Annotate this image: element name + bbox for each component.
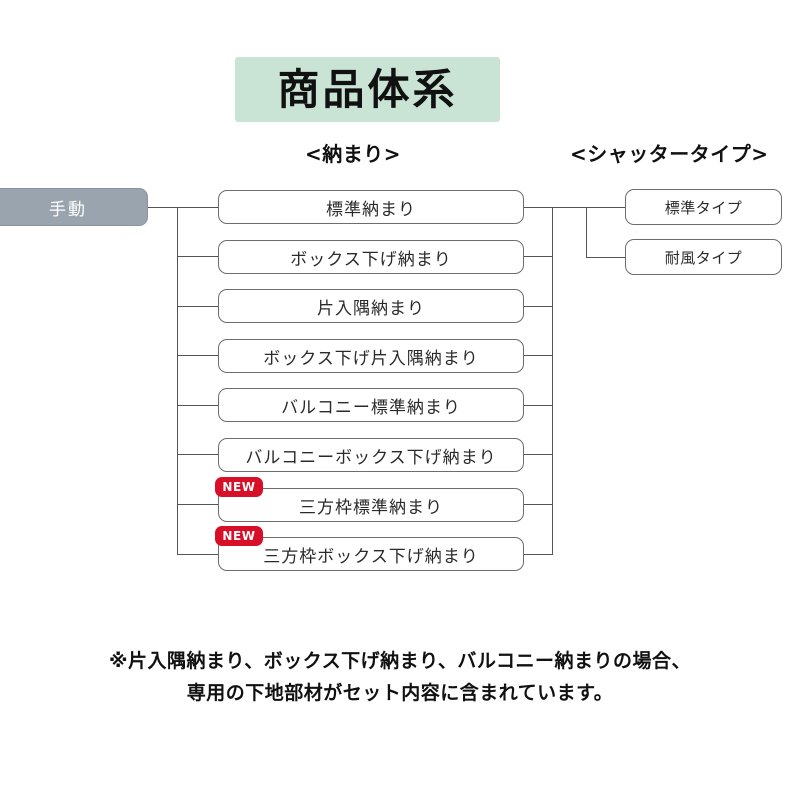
connector-right-stub-2 bbox=[524, 256, 553, 257]
connector-branch-6 bbox=[177, 454, 219, 455]
connector-branch-4 bbox=[177, 355, 219, 356]
node-box-naosamari-8[interactable]: 三方枠ボックス下げ納まり bbox=[218, 537, 524, 571]
node-box-naosamari-3[interactable]: 片入隅納まり bbox=[218, 289, 524, 323]
new-badge-naosamari-7: NEW bbox=[215, 477, 263, 497]
node-box-naosamari-7[interactable]: 三方枠標準納まり bbox=[218, 488, 524, 522]
node-label-naosamari-8: 三方枠ボックス下げ納まり bbox=[263, 546, 479, 567]
connector-right-stub-3 bbox=[524, 306, 553, 307]
node-label-naosamari-6: バルコニーボックス下げ納まり bbox=[245, 447, 497, 468]
node-box-naosamari-5[interactable]: バルコニー標準納まり bbox=[218, 388, 524, 422]
connector-shutter-branch-1 bbox=[586, 207, 626, 208]
connector-branch-2 bbox=[177, 256, 219, 257]
node-label-naosamari-1: 標準納まり bbox=[326, 199, 416, 220]
node-label-naosamari-7: 三方枠標準納まり bbox=[299, 497, 443, 518]
connector-root-horizontal bbox=[148, 207, 178, 208]
connector-left-spine bbox=[177, 207, 178, 554]
root-node-manual[interactable]: 手動 bbox=[0, 188, 148, 226]
node-label-naosamari-3: 片入隅納まり bbox=[317, 298, 425, 319]
connector-branch-7 bbox=[177, 504, 219, 505]
node-label-naosamari-5: バルコニー標準納まり bbox=[281, 397, 461, 418]
new-badge-label: NEW bbox=[222, 529, 256, 543]
connector-shutter-branch-2 bbox=[586, 257, 626, 258]
node-label-naosamari-4: ボックス下げ片入隅納まり bbox=[263, 348, 479, 369]
footnote: ※片入隅納まり、ボックス下げ納まり、バルコニー納まりの場合、 専用の下地部材がセ… bbox=[0, 645, 800, 709]
root-node-label: 手動 bbox=[49, 199, 87, 220]
connector-right-stub-6 bbox=[524, 454, 553, 455]
connector-branch-3 bbox=[177, 306, 219, 307]
connector-right-stub-1 bbox=[524, 207, 553, 208]
node-label-shutter-2: 耐風タイプ bbox=[664, 248, 743, 267]
node-box-shutter-1[interactable]: 標準タイプ bbox=[625, 189, 782, 225]
connector-branch-1 bbox=[177, 207, 219, 208]
footnote-line-1: ※片入隅納まり、ボックス下げ納まり、バルコニー納まりの場合、 bbox=[108, 650, 691, 672]
connector-right-stub-4 bbox=[524, 355, 553, 356]
column-header-shutter-type: <シャッタータイプ> bbox=[570, 142, 769, 166]
node-label-naosamari-2: ボックス下げ納まり bbox=[290, 249, 452, 270]
new-badge-label: NEW bbox=[222, 480, 256, 494]
connector-right-stub-8 bbox=[524, 554, 553, 555]
page-title: 商品体系 bbox=[277, 64, 458, 114]
connector-right-stub-7 bbox=[524, 504, 553, 505]
new-badge-naosamari-8: NEW bbox=[215, 526, 263, 546]
node-box-naosamari-1[interactable]: 標準納まり bbox=[218, 190, 524, 224]
node-label-shutter-1: 標準タイプ bbox=[664, 198, 743, 217]
page-title-band: 商品体系 bbox=[235, 57, 500, 122]
connector-to-shutter-trunk bbox=[552, 207, 587, 208]
connector-branch-8 bbox=[177, 554, 219, 555]
connector-right-spine bbox=[552, 207, 553, 554]
node-box-naosamari-6[interactable]: バルコニーボックス下げ納まり bbox=[218, 438, 524, 472]
footnote-line-2: 専用の下地部材がセット内容に含まれています。 bbox=[186, 682, 614, 704]
connector-shutter-spine bbox=[586, 207, 587, 257]
connector-branch-5 bbox=[177, 405, 219, 406]
connector-right-stub-5 bbox=[524, 405, 553, 406]
node-box-naosamari-2[interactable]: ボックス下げ納まり bbox=[218, 240, 524, 274]
node-box-shutter-2[interactable]: 耐風タイプ bbox=[625, 239, 782, 275]
column-header-naosamari: <納まり> bbox=[305, 142, 402, 166]
node-box-naosamari-4[interactable]: ボックス下げ片入隅納まり bbox=[218, 339, 524, 373]
